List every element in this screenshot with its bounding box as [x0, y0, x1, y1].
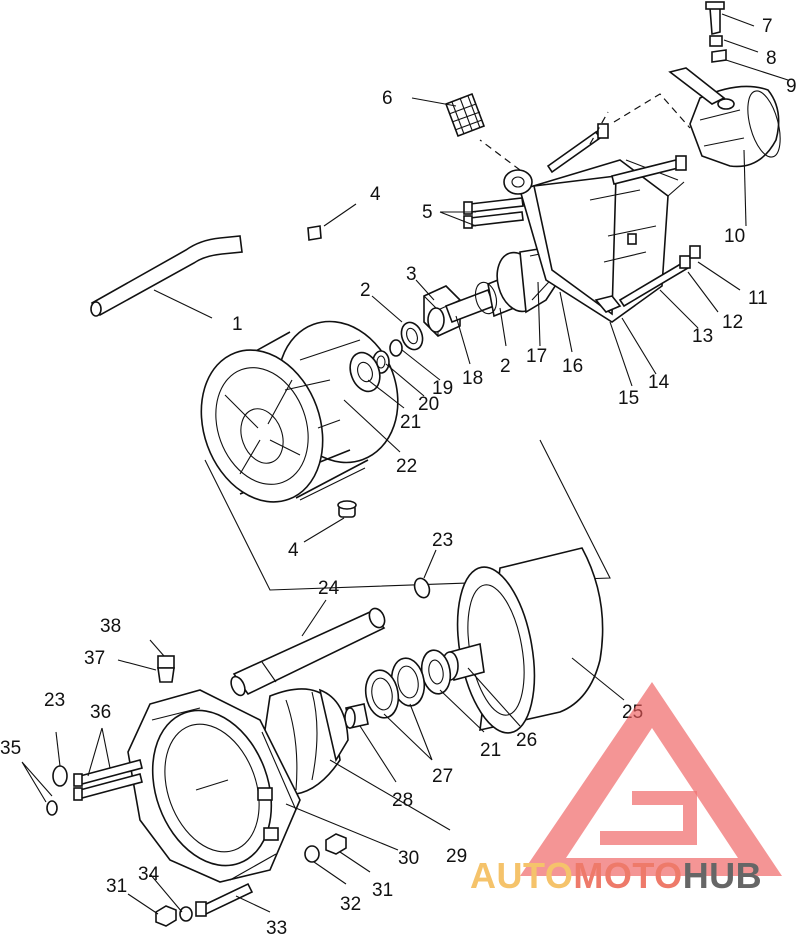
label-part-34: 34 — [138, 864, 160, 885]
label-part-15: 15 — [618, 388, 639, 409]
label-part-3: 3 — [406, 264, 417, 285]
label-part-9: 9 — [786, 76, 797, 97]
label-part-16: 16 — [562, 356, 583, 377]
label-part-37: 37 — [84, 648, 105, 669]
plug-part-lower — [337, 500, 357, 518]
label-part-38: 38 — [100, 616, 121, 637]
label-part-4-lower: 4 — [288, 540, 299, 561]
pump-housing-part — [200, 320, 399, 503]
watermark-part-auto: AUTO — [470, 855, 573, 896]
label-part-2-lower: 2 — [500, 356, 511, 377]
label-part-1: 1 — [232, 314, 243, 335]
label-part-12: 12 — [722, 312, 743, 333]
fasteners-part — [155, 833, 347, 927]
bolts-part-11-13 — [546, 123, 701, 308]
hose-part — [90, 235, 243, 317]
label-part-21-lower: 21 — [480, 740, 501, 761]
label-part-20: 20 — [418, 394, 439, 415]
nozzle-housing-part — [503, 159, 685, 323]
label-part-11: 11 — [748, 288, 768, 309]
label-part-8: 8 — [766, 48, 777, 69]
watermark-logo — [520, 682, 782, 876]
ring-part-23 — [52, 577, 431, 787]
watermark-part-moto: MOTO — [573, 855, 682, 896]
label-part-17: 17 — [526, 346, 547, 367]
label-part-35: 35 — [0, 738, 21, 759]
part-labels: 1 4 2 3 5 6 7 8 9 10 11 12 13 14 15 16 1… — [0, 16, 797, 937]
steering-nozzle-part — [668, 1, 781, 168]
label-part-23-left: 23 — [44, 690, 65, 711]
label-part-22: 22 — [396, 456, 417, 477]
mesh-part — [444, 92, 486, 138]
leader-lines — [21, 13, 789, 915]
label-part-23-right: 23 — [432, 530, 453, 551]
ring-parts-upper — [349, 321, 424, 393]
dashed-bracket — [204, 439, 611, 591]
label-part-2-upper: 2 — [360, 280, 371, 301]
label-part-4-upper: 4 — [370, 184, 381, 205]
label-part-30: 30 — [398, 848, 419, 869]
watermark-brand-text: AUTOMOTOHUB — [470, 855, 762, 896]
dashed-leader-lines-top — [479, 93, 691, 171]
label-part-26: 26 — [516, 730, 537, 751]
label-part-31-right: 31 — [372, 880, 393, 901]
label-part-33: 33 — [266, 918, 287, 937]
label-part-27: 27 — [432, 766, 453, 787]
label-part-5: 5 — [422, 202, 433, 223]
fittings-part — [46, 655, 175, 816]
label-part-18: 18 — [462, 368, 483, 389]
label-part-28: 28 — [392, 790, 413, 811]
label-part-13: 13 — [692, 326, 713, 347]
label-part-31-left: 31 — [106, 876, 127, 897]
bolts-part-5 — [463, 197, 524, 229]
label-part-10: 10 — [724, 226, 745, 247]
label-part-36: 36 — [90, 702, 111, 723]
pump-case-part — [127, 689, 301, 883]
label-part-32: 32 — [340, 894, 361, 915]
sleeve-part — [456, 547, 604, 734]
label-part-19: 19 — [432, 378, 453, 399]
label-part-14: 14 — [648, 372, 670, 393]
label-part-29: 29 — [446, 846, 467, 867]
watermark-triangle-icon — [520, 682, 782, 876]
label-part-7: 7 — [762, 16, 773, 37]
label-part-24: 24 — [318, 578, 340, 599]
watermark-part-hub: HUB — [683, 855, 763, 896]
bearing-parts-lower — [344, 642, 485, 729]
label-part-6: 6 — [382, 88, 393, 109]
pin-part-upper — [307, 225, 322, 241]
drive-shaft-part — [230, 607, 386, 697]
label-part-21-upper: 21 — [400, 412, 421, 433]
